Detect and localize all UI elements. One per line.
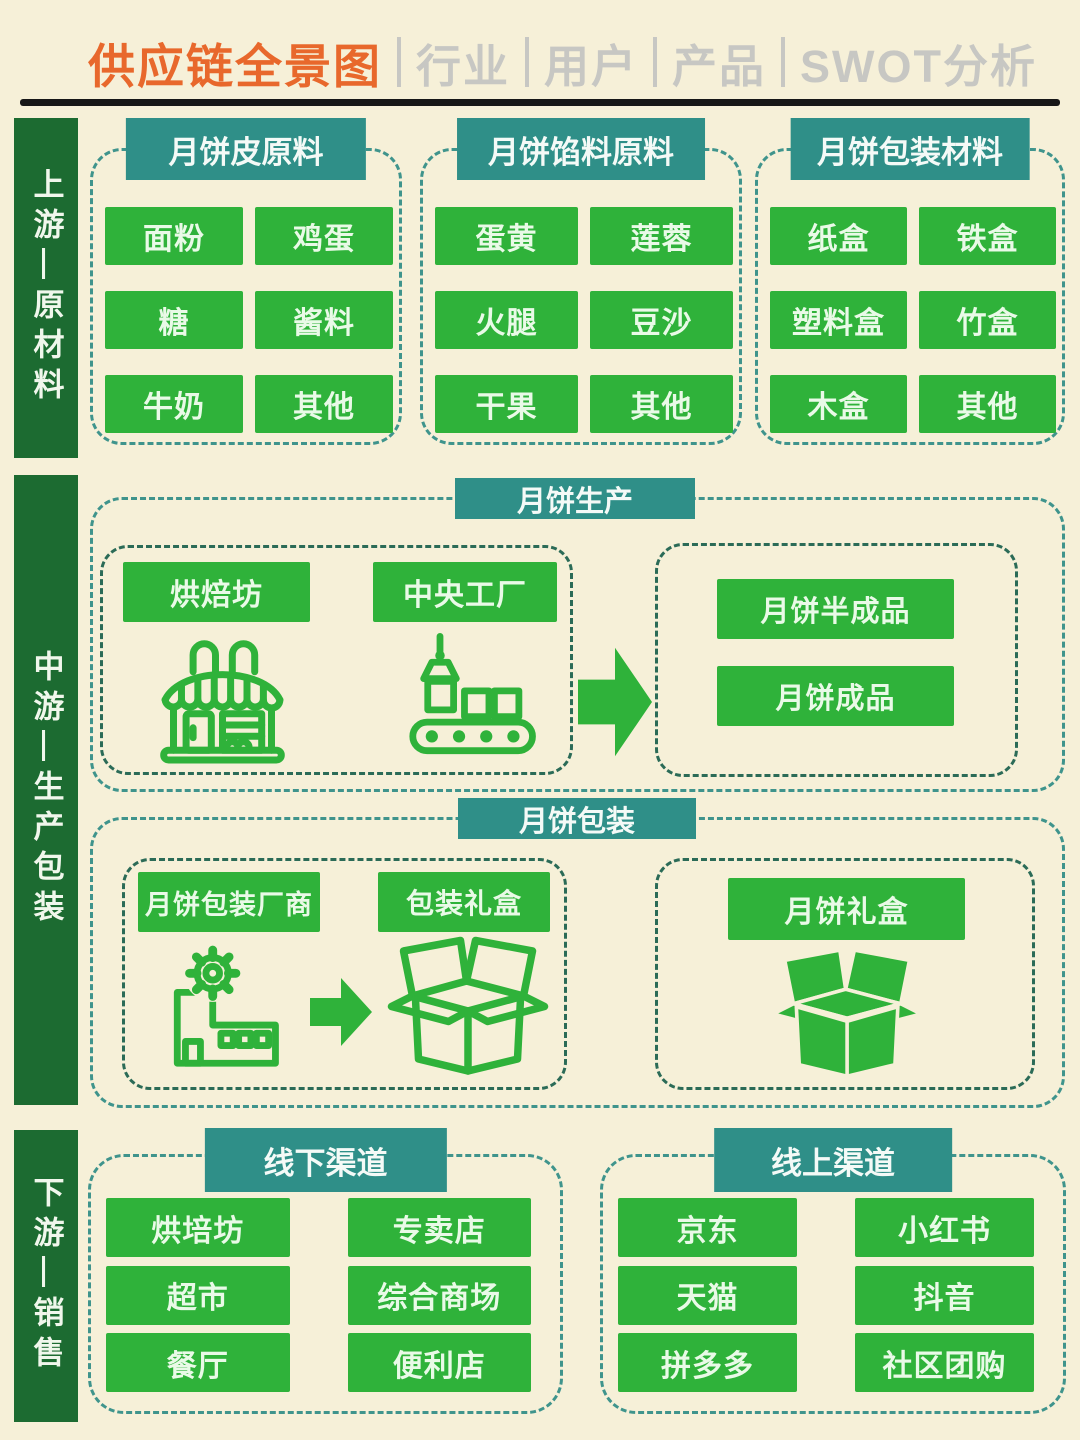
group-packaging-materials: 月饼包装材料 纸盒 铁盒 塑料盒 竹盒 木盒 其他 [755, 118, 1065, 448]
channel-item: 烘培坊 [106, 1198, 290, 1257]
separator-bar [397, 37, 401, 87]
group-offline-channels: 线下渠道 烘培坊 专卖店 超市 综合商场 餐厅 便利店 [88, 1128, 563, 1420]
group-online-channels: 线上渠道 京东 小红书 天猫 抖音 拼多多 社区团购 [600, 1128, 1066, 1420]
material-grid: 面粉 鸡蛋 糖 酱料 牛奶 其他 [105, 207, 393, 433]
channel-item: 天猫 [618, 1265, 797, 1325]
material-item: 竹盒 [919, 291, 1056, 349]
material-item: 糖 [105, 291, 243, 349]
material-grid: 纸盒 铁盒 塑料盒 竹盒 木盒 其他 [770, 207, 1056, 433]
factory-conveyor-icon [409, 633, 536, 755]
material-item: 鸡蛋 [255, 207, 393, 265]
page-title: 供应链全景图 [88, 39, 382, 93]
production-header: 月饼生产 [455, 478, 695, 519]
channel-item: 便利店 [347, 1333, 531, 1392]
group-filling-materials: 月饼馅料原料 蛋黄 莲蓉 火腿 豆沙 干果 其他 [420, 118, 742, 448]
tab-industry: 行业 [416, 40, 511, 92]
material-item: 豆沙 [590, 291, 733, 349]
tab-users: 用户 [544, 40, 639, 92]
factory-gear-icon [173, 944, 279, 1067]
giftbox-result-dashed-box [655, 858, 1035, 1090]
filled-open-carton-icon [771, 948, 923, 1079]
upstream-sidebar: 上游—原材料 [14, 118, 78, 458]
page-header: 供应链全景图 行业 用户 产品 SWOT分析 [88, 30, 1064, 94]
downstream-section: 下游—销售 线下渠道 烘培坊 专卖店 超市 综合商场 餐厅 便利店 线上渠道 京… [0, 1128, 1080, 1430]
midstream-sidebar: 中游—生产包装 [14, 475, 78, 1105]
material-item: 莲蓉 [590, 207, 733, 265]
channel-item: 抖音 [855, 1265, 1034, 1325]
channel-grid: 京东 小红书 天猫 抖音 拼多多 社区团购 [618, 1198, 1034, 1392]
group-header: 月饼包装材料 [790, 118, 1030, 180]
channel-grid: 烘培坊 专卖店 超市 综合商场 餐厅 便利店 [106, 1198, 531, 1392]
material-item: 其他 [919, 375, 1056, 433]
channel-item: 餐厅 [106, 1333, 290, 1392]
material-item: 酱料 [255, 291, 393, 349]
bakery-storefront-icon [160, 640, 285, 764]
group-crust-materials: 月饼皮原料 面粉 鸡蛋 糖 酱料 牛奶 其他 [90, 118, 402, 448]
separator-bar [781, 37, 786, 87]
producers-dashed-box [100, 545, 573, 775]
material-grid: 蛋黄 莲蓉 火腿 豆沙 干果 其他 [435, 207, 733, 433]
packaging-header: 月饼包装 [458, 798, 696, 839]
channel-item: 社区团购 [855, 1333, 1034, 1392]
separator-bar [525, 37, 530, 87]
packaging-manufacturer-label: 月饼包装厂商 [138, 872, 320, 932]
tab-product: 产品 [672, 40, 767, 92]
midstream-section: 中游—生产包装 月饼生产 烘焙坊 中央工厂 [0, 475, 1080, 1110]
channel-item: 专卖店 [347, 1198, 531, 1257]
channel-header: 线上渠道 [714, 1128, 952, 1192]
channel-item: 综合商场 [347, 1265, 531, 1325]
channel-item: 京东 [618, 1198, 797, 1257]
material-item: 木盒 [770, 375, 907, 433]
material-item: 铁盒 [919, 207, 1056, 265]
semi-finished-label: 月饼半成品 [717, 579, 954, 639]
material-item: 牛奶 [105, 375, 243, 433]
bakery-label: 烘焙坊 [123, 562, 310, 622]
channel-item: 拼多多 [618, 1333, 797, 1392]
upstream-section: 上游—原材料 月饼皮原料 面粉 鸡蛋 糖 酱料 牛奶 其他 月饼馅料原料 蛋黄 … [0, 118, 1080, 463]
material-item: 干果 [435, 375, 578, 433]
packaging-flow-dashed-box [122, 858, 567, 1090]
material-item: 面粉 [105, 207, 243, 265]
group-header: 月饼皮原料 [125, 118, 367, 180]
channel-header: 线下渠道 [204, 1128, 447, 1192]
material-item: 蛋黄 [435, 207, 578, 265]
separator-bar [653, 37, 658, 87]
channel-item: 小红书 [855, 1198, 1034, 1257]
channel-item: 超市 [106, 1265, 290, 1325]
mooncake-giftbox-label: 月饼礼盒 [728, 878, 965, 940]
downstream-sidebar: 下游—销售 [14, 1130, 78, 1422]
giftbox-label: 包装礼盒 [378, 872, 550, 932]
material-item: 塑料盒 [770, 291, 907, 349]
material-item: 其他 [590, 375, 733, 433]
outputs-dashed-box [655, 543, 1018, 777]
central-factory-label: 中央工厂 [373, 562, 557, 622]
open-carton-icon [387, 936, 549, 1075]
finished-label: 月饼成品 [717, 666, 954, 726]
header-divider [20, 99, 1060, 106]
material-item: 其他 [255, 375, 393, 433]
tab-swot: SWOT分析 [800, 40, 1038, 92]
material-item: 纸盒 [770, 207, 907, 265]
group-header: 月饼馅料原料 [457, 118, 705, 180]
material-item: 火腿 [435, 291, 578, 349]
